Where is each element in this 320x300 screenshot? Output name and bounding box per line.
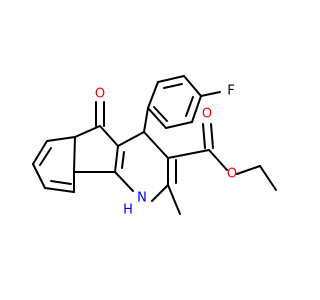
bond-lines — [32, 75, 277, 215]
molecule-structure-drawing: F O O O N H — [32, 75, 277, 218]
ketone-oxygen-label: O — [95, 87, 105, 102]
ester-carbonyl-oxygen-label: O — [202, 107, 212, 122]
ring-nitrogen-label: N — [137, 191, 147, 206]
ester-ether-oxygen-label: O — [227, 167, 237, 182]
nitrogen-hydrogen-label: H — [123, 203, 133, 218]
atom-labels: F O O O N H — [95, 84, 237, 218]
fluorine-label: F — [227, 84, 234, 99]
